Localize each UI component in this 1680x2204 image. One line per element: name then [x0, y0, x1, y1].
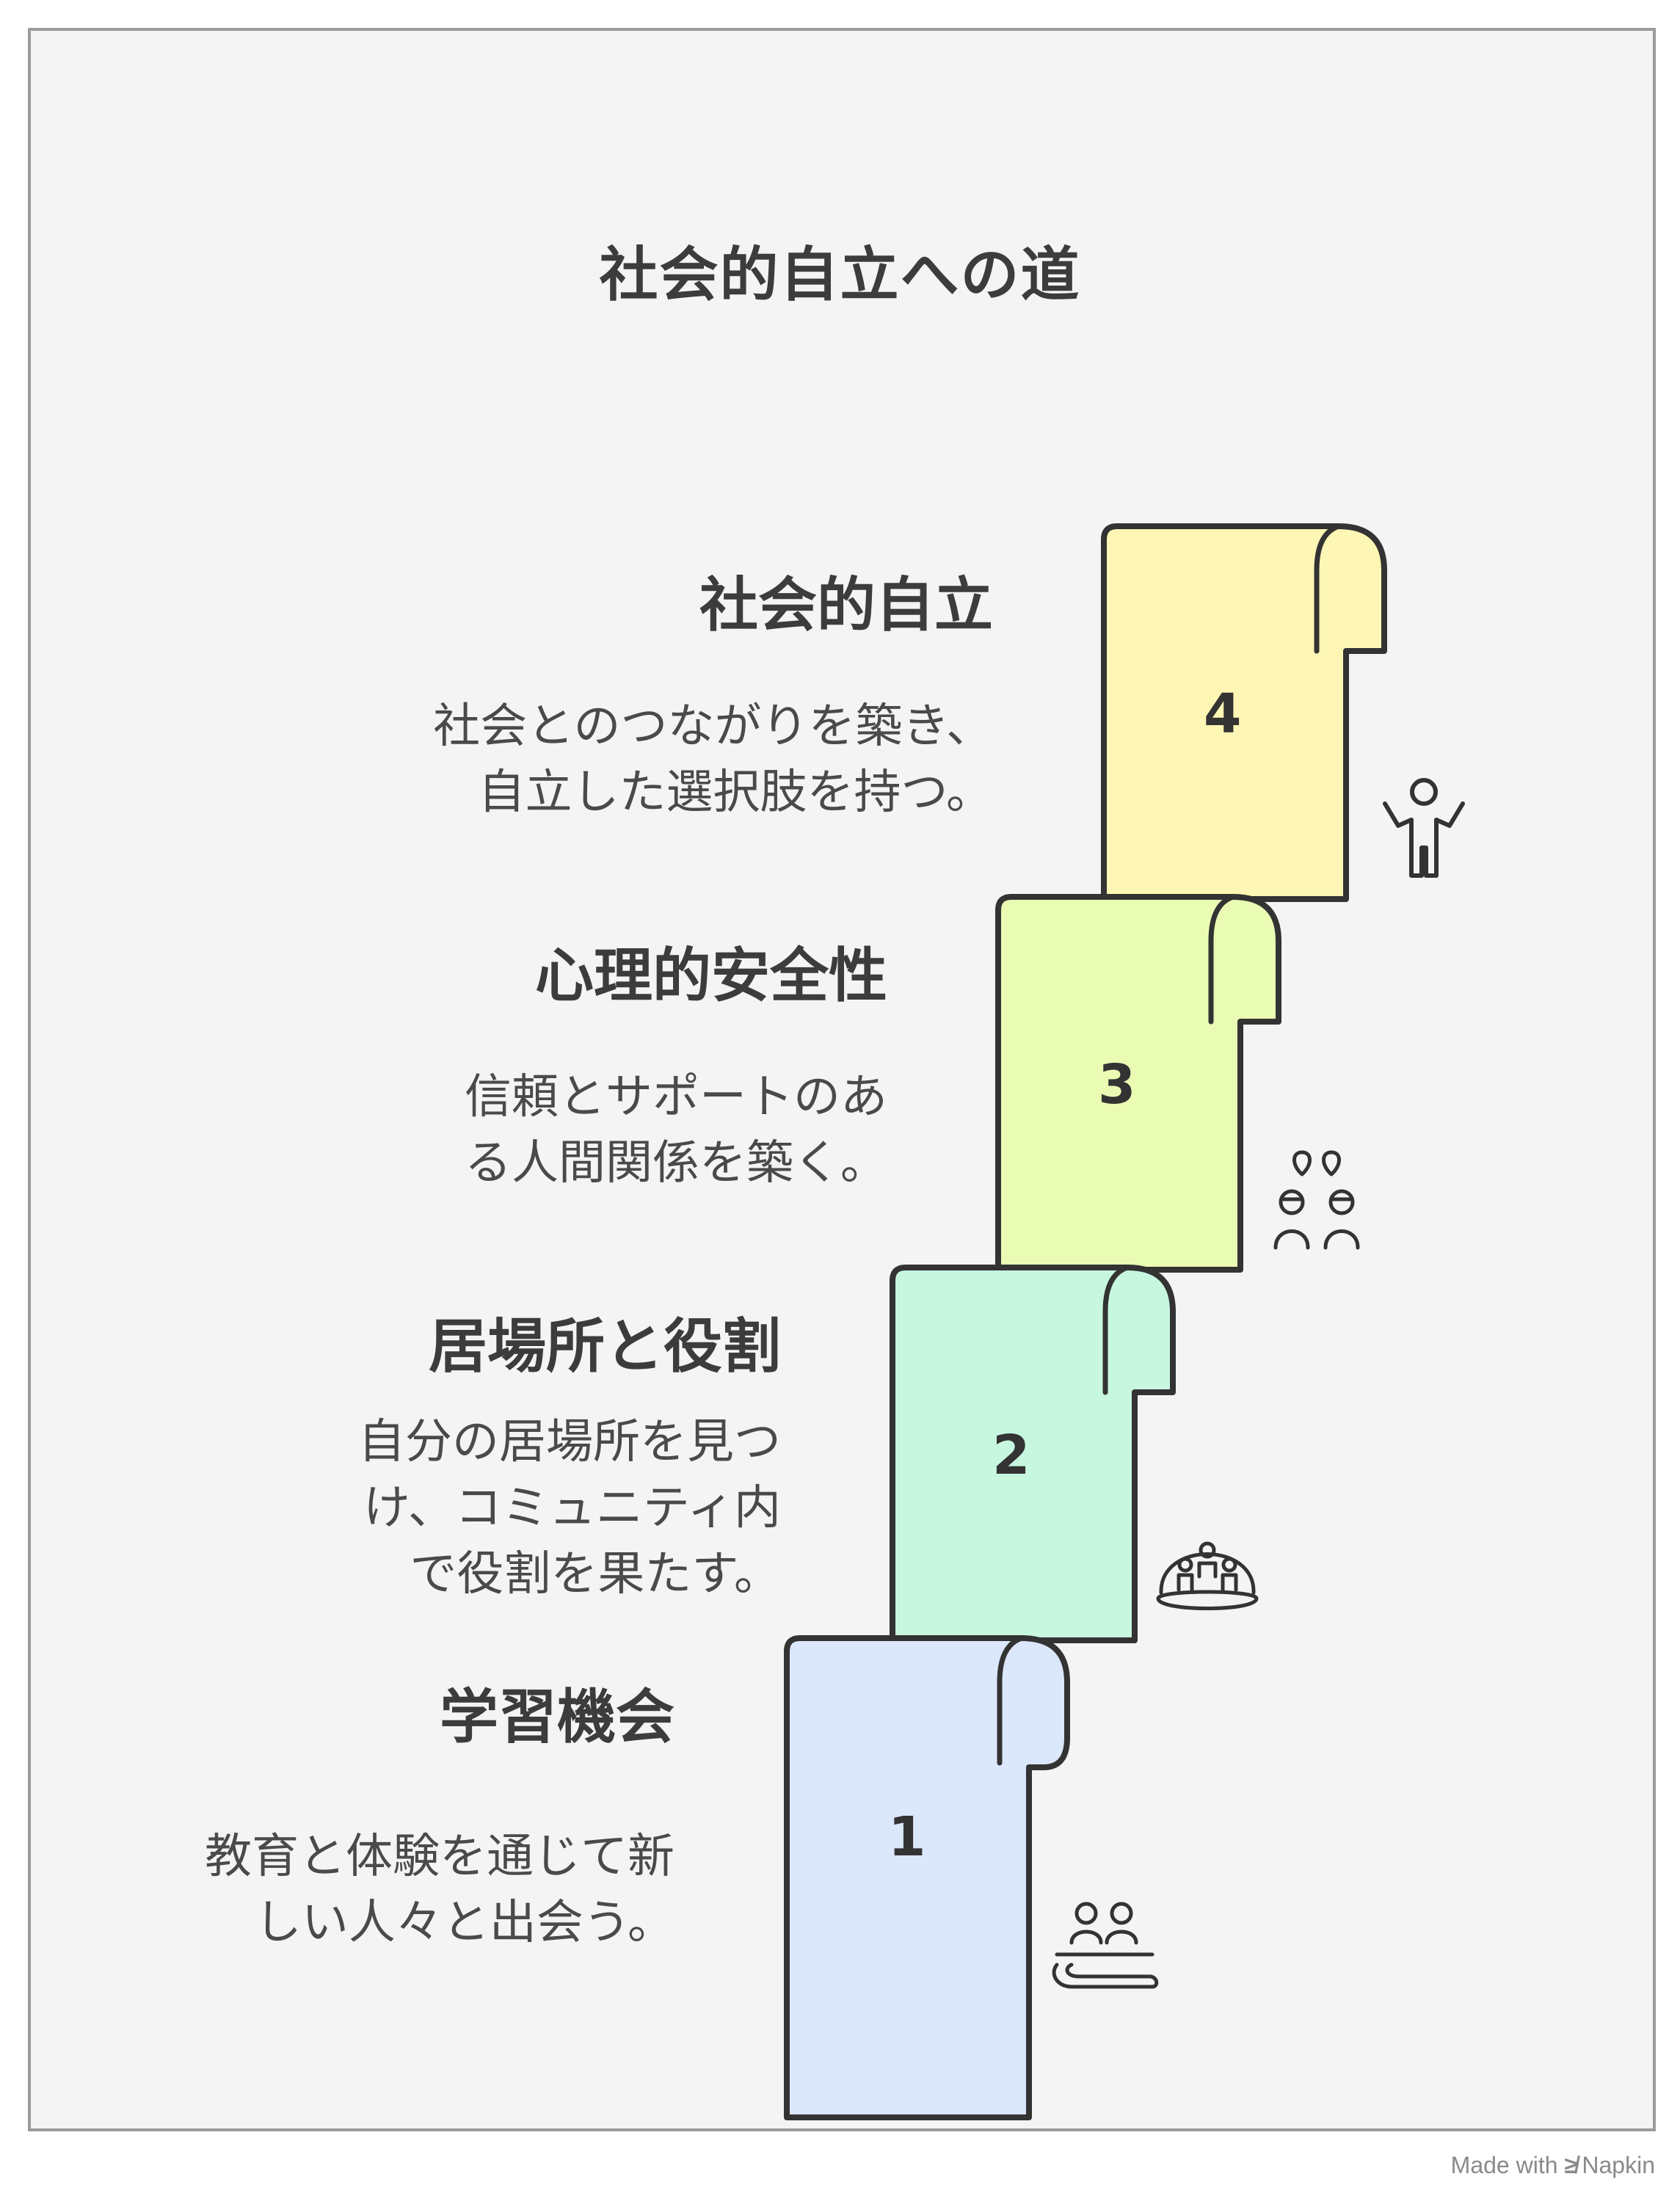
- step-3-description: 信頼とサポートのあ る人間関係を築く。: [465, 1070, 887, 1190]
- step-3-number: 3: [1098, 1053, 1136, 1116]
- ribbon-step-2: [890, 1265, 1176, 1643]
- napkin-logo-icon: ≱: [1564, 2152, 1577, 2178]
- ribbon-step-4: [1101, 523, 1387, 902]
- step-1-description: 教育と体験を通じて新 しい人々と出会う。: [205, 1830, 674, 1950]
- page-title: 社会的自立への道: [599, 241, 1081, 309]
- step-1-heading: 学習機会: [440, 1683, 674, 1751]
- ribbon-step-3: [995, 894, 1281, 1273]
- footer-prefix: Made with: [1450, 2152, 1558, 2178]
- step-2-heading: 居場所と役割: [429, 1312, 781, 1381]
- napkin-watermark: Made with ≱Napkin: [1451, 2152, 1655, 2179]
- step-2-number: 2: [992, 1424, 1030, 1487]
- step-3-heading: 心理的安全性: [535, 942, 887, 1010]
- step-4-description: 社会とのつながりを築き、 自立した選択肢を持つ。: [433, 699, 993, 820]
- step-1-number: 1: [888, 1805, 926, 1869]
- step-4-number: 4: [1204, 683, 1242, 746]
- step-4-heading: 社会的自立: [699, 571, 993, 639]
- people-at-table-icon: [1052, 1902, 1159, 1989]
- step-2-description: 自分の居場所を見つ け、コミュニティ内 で役割を果たす。: [358, 1415, 781, 1601]
- footer-brand: Napkin: [1582, 2152, 1655, 2178]
- two-people-hearts-icon: [1273, 1150, 1360, 1250]
- community-dome-icon: [1156, 1541, 1259, 1610]
- cheering-person-icon: [1383, 778, 1465, 878]
- ribbon-step-1: [784, 1635, 1070, 2120]
